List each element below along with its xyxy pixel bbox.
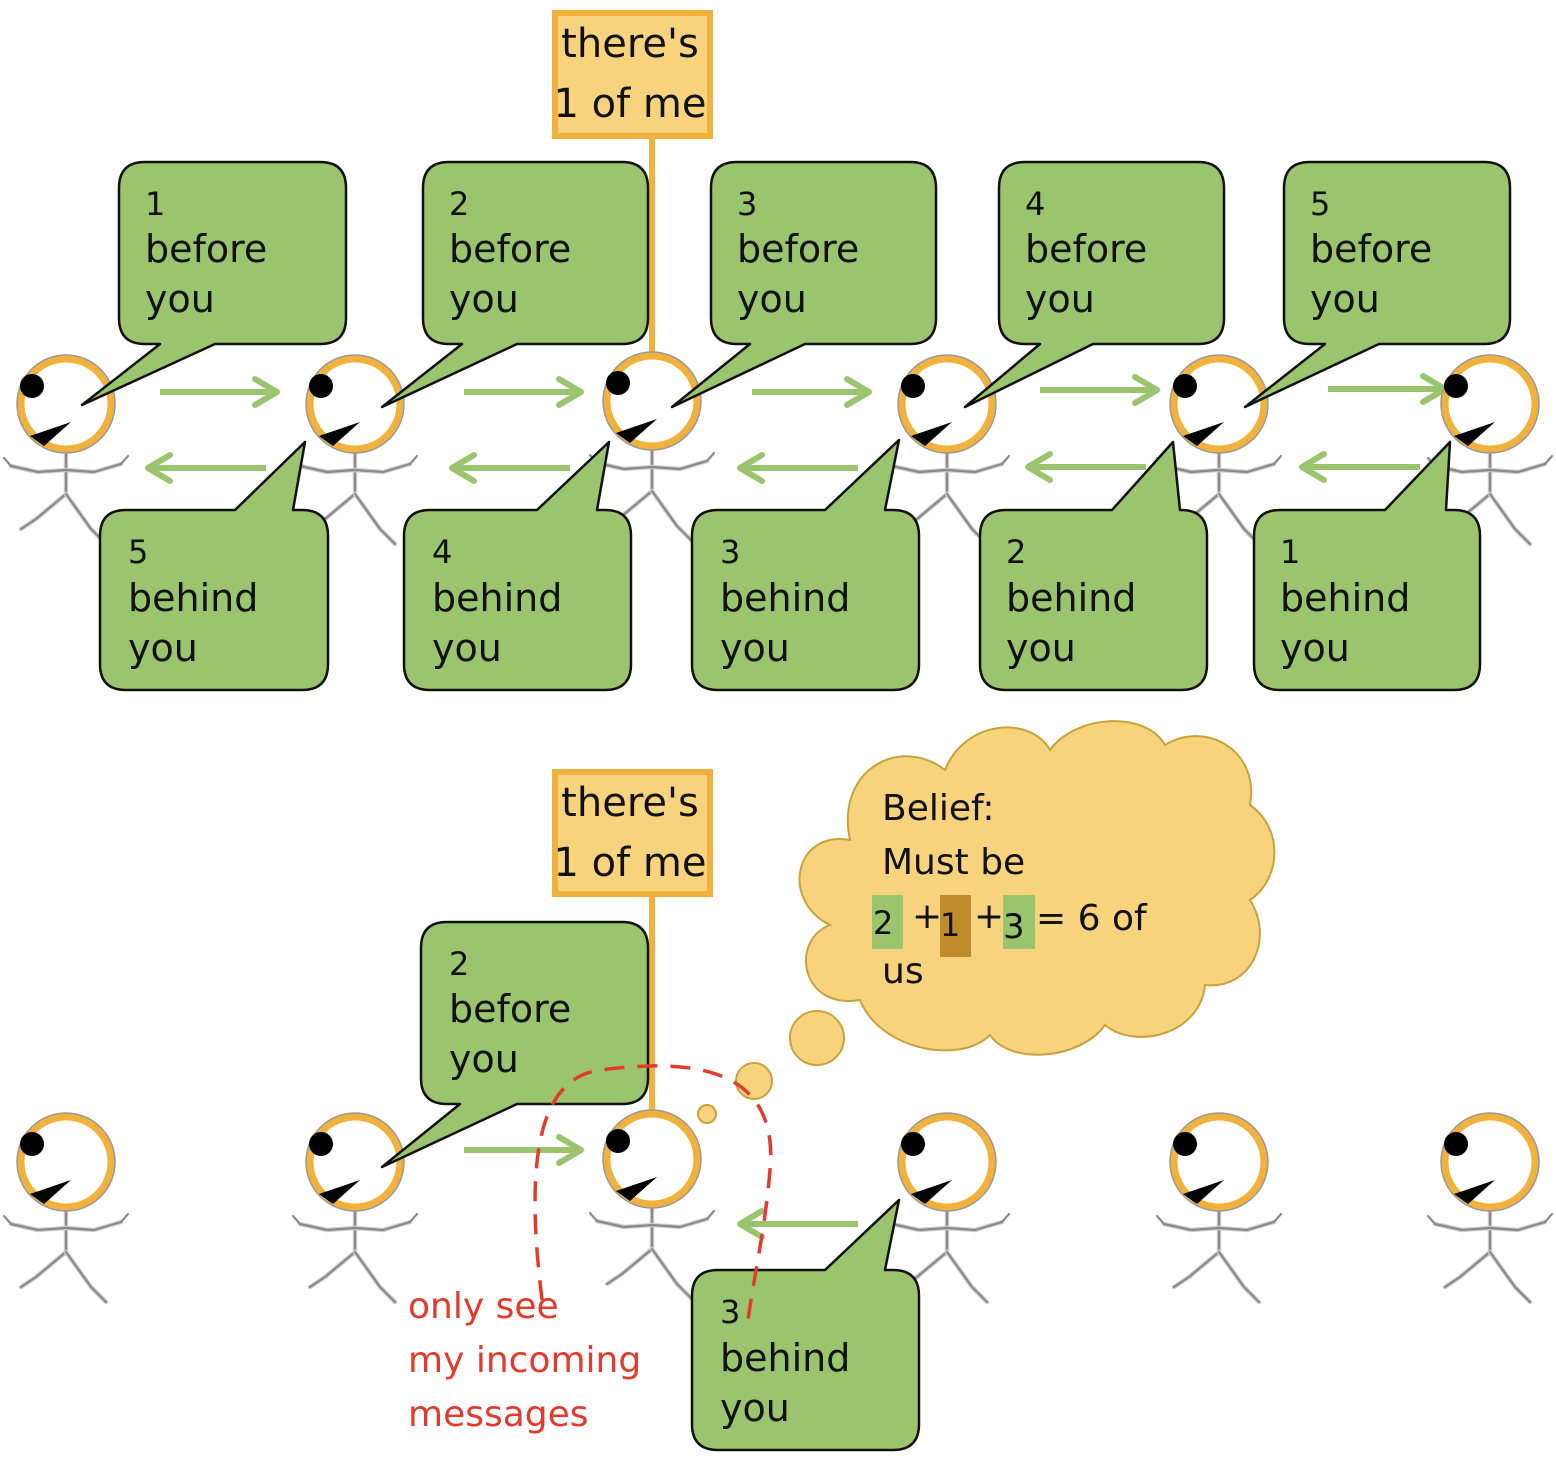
svg-text:3: 3 (720, 533, 740, 571)
svg-text:before: before (449, 227, 571, 271)
before-bubble: 1 before you (80, 160, 348, 407)
figure (1428, 1113, 1552, 1302)
term-highlight-brown (940, 895, 971, 957)
svg-text:there's: there's (561, 780, 699, 826)
svg-text:you: you (128, 626, 198, 670)
svg-text:Belief:: Belief: (882, 788, 995, 829)
svg-text:before: before (145, 227, 267, 271)
svg-text:1 of me: 1 of me (553, 840, 706, 886)
svg-text:you: you (145, 277, 215, 321)
svg-text:you: you (1006, 626, 1076, 670)
svg-text:you: you (1310, 277, 1380, 321)
belief-cloud: Belief: Must be 2 + 1 + 3 = 6 of us (798, 720, 1276, 1056)
svg-text:1: 1 (1280, 533, 1300, 571)
svg-text:behind: behind (432, 576, 562, 620)
term-highlight-green (872, 895, 903, 949)
svg-text:messages: messages (408, 1394, 589, 1435)
svg-text:before: before (1025, 227, 1147, 271)
svg-text:Must be: Must be (882, 842, 1025, 883)
svg-text:behind: behind (720, 576, 850, 620)
svg-text:you: you (737, 277, 807, 321)
before-bubble: 2 before you (380, 160, 650, 409)
behind-bubble: 4 behind you (402, 440, 633, 692)
svg-text:us: us (882, 951, 924, 992)
svg-text:you: you (1025, 277, 1095, 321)
svg-text:= 6 of: = 6 of (1036, 898, 1148, 939)
svg-text:behind: behind (1280, 576, 1410, 620)
before-bubble-bottom: 2 before you (380, 920, 650, 1169)
svg-text:4: 4 (1025, 185, 1045, 223)
before-bubble: 4 before you (963, 160, 1226, 409)
svg-text:4: 4 (432, 533, 452, 571)
svg-text:my incoming: my incoming (408, 1340, 641, 1381)
svg-text:you: you (432, 626, 502, 670)
svg-text:1: 1 (940, 906, 960, 944)
svg-text:1 of me: 1 of me (553, 81, 706, 127)
svg-text:+: + (912, 896, 942, 937)
behind-bubble: 2 behind you (978, 440, 1209, 692)
self-count-tag: there's 1 of me (552, 10, 713, 139)
svg-text:before: before (449, 987, 571, 1031)
svg-text:only see: only see (408, 1286, 559, 1327)
svg-text:behind: behind (720, 1336, 850, 1380)
svg-text:you: you (449, 1037, 519, 1081)
svg-text:1: 1 (145, 185, 165, 223)
backward-arrows-top (145, 451, 1420, 484)
svg-text:there's: there's (561, 21, 699, 67)
svg-text:3: 3 (1003, 907, 1025, 947)
svg-text:3: 3 (737, 185, 757, 223)
svg-text:2: 2 (873, 904, 893, 942)
behind-bubble: 1 behind you (1252, 440, 1482, 692)
visibility-boundary (533, 1064, 773, 1321)
svg-text:you: you (449, 277, 519, 321)
svg-text:3: 3 (720, 1293, 740, 1331)
svg-text:behind: behind (128, 576, 258, 620)
svg-text:you: you (720, 626, 790, 670)
term-highlight-green (1003, 895, 1035, 949)
svg-text:5: 5 (1310, 185, 1330, 223)
thought-dots (697, 1010, 845, 1124)
behind-bubble-bottom: 3 behind you (690, 1198, 921, 1452)
before-bubble: 3 before you (670, 160, 938, 409)
figure (590, 1110, 714, 1299)
svg-text:5: 5 (128, 533, 148, 571)
behind-bubble: 3 behind you (690, 438, 921, 692)
svg-text:you: you (1280, 626, 1350, 670)
before-bubble: 5 before you (1243, 160, 1512, 409)
forward-arrows-top (160, 373, 1448, 408)
svg-text:before: before (737, 227, 859, 271)
svg-text:behind: behind (1006, 576, 1136, 620)
svg-text:2: 2 (1006, 533, 1026, 571)
svg-text:2: 2 (449, 945, 469, 983)
svg-text:+: + (974, 896, 1004, 937)
behind-bubble: 5 behind you (98, 440, 330, 692)
incoming-arrows-bottom (464, 1134, 858, 1240)
figure (1157, 1113, 1281, 1302)
figure (4, 1113, 128, 1302)
svg-text:before: before (1310, 227, 1432, 271)
svg-text:you: you (720, 1386, 790, 1430)
svg-text:2: 2 (449, 185, 469, 223)
incoming-messages-note: only see my incoming messages (408, 1286, 641, 1435)
self-count-tag-bottom: there's 1 of me (552, 769, 713, 897)
figure (293, 1113, 417, 1302)
